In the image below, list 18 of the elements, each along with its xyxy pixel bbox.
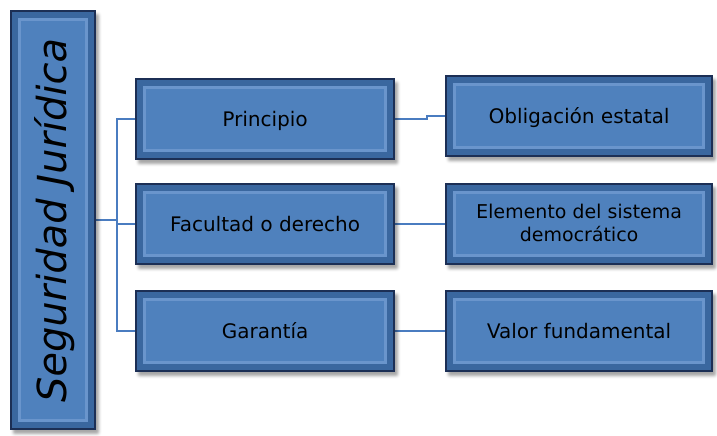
concept-box [445, 75, 713, 157]
box-label: Elemento del sistema democrático [475, 201, 683, 247]
concept-box [135, 290, 395, 372]
concept-box [135, 78, 395, 160]
box-label: Obligación estatal [488, 104, 670, 128]
connector-line [395, 223, 445, 225]
box-label: Valor fundamental [486, 319, 672, 343]
concept-box [445, 290, 713, 372]
concept-box [135, 183, 395, 265]
connector-line [395, 115, 445, 120]
box-label: Principio [222, 107, 308, 131]
title-bar [10, 10, 96, 430]
title-text: Seguridad Jurídica [29, 38, 77, 402]
connector-line [96, 219, 135, 332]
concept-box [445, 183, 713, 265]
box-label: Facultad o derecho [170, 212, 360, 236]
box-label: Garantía [222, 319, 308, 343]
connector-line [395, 330, 445, 332]
